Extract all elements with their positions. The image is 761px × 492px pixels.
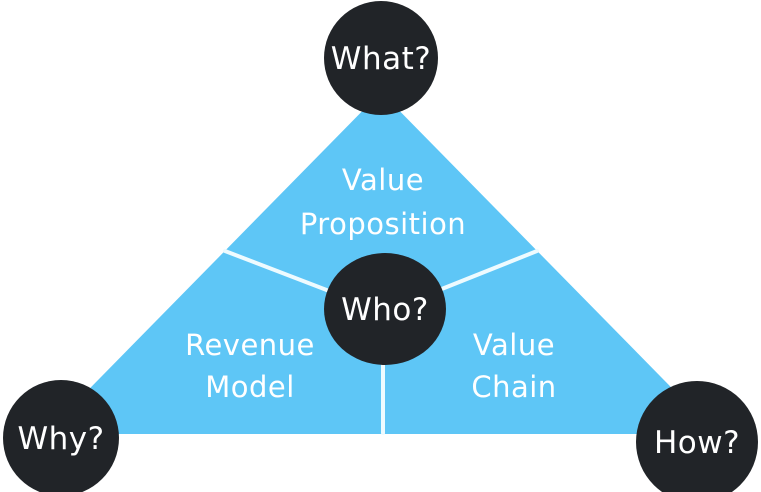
section-revenue-model: Revenue Model [185, 328, 315, 404]
why-label: Why? [17, 421, 104, 457]
who-circle [324, 253, 446, 365]
node-how: How? [636, 381, 758, 492]
why-circle [3, 380, 119, 492]
who-label: Who? [341, 292, 429, 328]
node-what: What? [324, 1, 438, 115]
what-circle [324, 1, 438, 115]
how-circle [636, 381, 758, 492]
value-chain-line1: Value [473, 328, 555, 362]
revenue-model-line2: Model [205, 370, 295, 404]
section-value-chain: Value Chain [471, 328, 556, 404]
value-chain-line2: Chain [471, 370, 556, 404]
value-proposition-line2: Proposition [300, 207, 466, 241]
node-who: Who? [324, 253, 446, 365]
node-why: Why? [3, 380, 119, 492]
what-label: What? [331, 41, 431, 77]
revenue-model-line1: Revenue [185, 328, 315, 362]
how-label: How? [654, 425, 740, 461]
value-proposition-line1: Value [342, 163, 424, 197]
section-value-proposition: Value Proposition [300, 163, 466, 241]
